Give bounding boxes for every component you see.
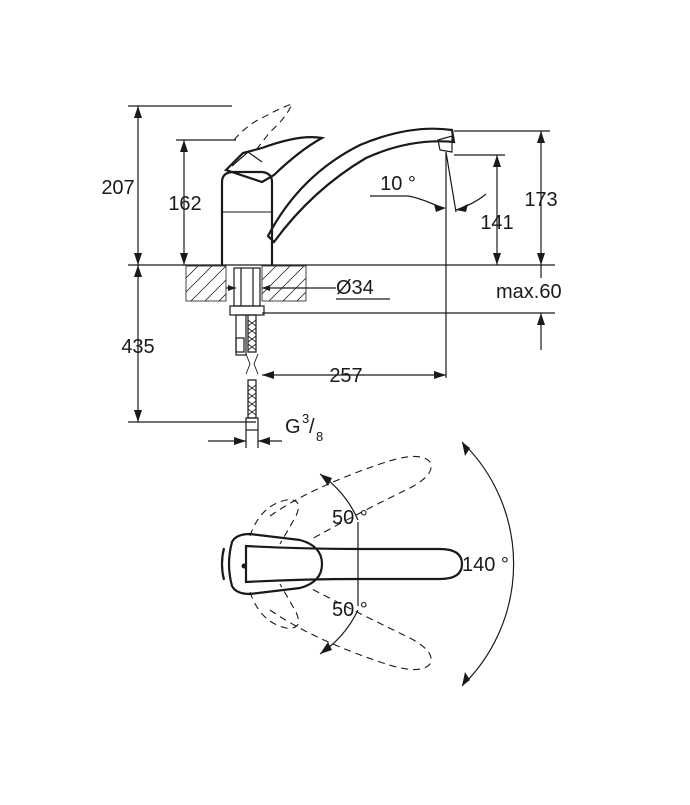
supply-hose [247, 314, 257, 353]
dim-total-height: 207 [101, 177, 134, 199]
side-view: 207 162 173 141 10 ° Ø34 [101, 103, 562, 448]
counter-section-right [261, 265, 307, 302]
svg-text:8: 8 [316, 429, 323, 444]
svg-text:/: / [309, 416, 315, 438]
lever-detail [231, 151, 263, 167]
dim-hose-length: 435 [121, 336, 154, 358]
mount-nut [229, 305, 265, 316]
hose-fitting [245, 417, 259, 431]
dim-spout-reach: 257 [329, 365, 362, 387]
dim-thread-size: G 3 / 8 [285, 411, 323, 444]
spout-axis-tilt [445, 151, 457, 213]
spout-aerator [437, 135, 453, 153]
counter-section-left [185, 265, 227, 302]
lever-tip [220, 547, 226, 581]
lever-raised-outline [233, 103, 293, 151]
spout-swing-up [269, 455, 432, 541]
swivel-arc [461, 441, 515, 687]
top-view: 140 ° 50 ° 50 ° [220, 441, 515, 687]
svg-text:3: 3 [302, 411, 309, 426]
dim-lever-height: 162 [168, 193, 201, 215]
dim-angle-right: 50 ° [332, 599, 368, 621]
dim-hole-diameter: Ø34 [336, 277, 374, 299]
mount-stud [233, 267, 261, 307]
lever-handle [223, 136, 326, 184]
spout [266, 127, 456, 244]
dim-swivel-angle: 140 ° [462, 554, 509, 576]
spout-top [244, 544, 464, 584]
dim-spout-height: 173 [524, 189, 557, 211]
spout-swing-down [269, 587, 432, 671]
lever-top [227, 532, 324, 596]
mount-rod [235, 314, 247, 356]
svg-text:G: G [285, 416, 301, 438]
faucet-body [220, 170, 274, 265]
dim-spout-clearance: 141 [480, 212, 513, 234]
lever-dot [241, 563, 247, 569]
dim-max-thickness: max.60 [496, 281, 562, 303]
lever-swing-up [249, 499, 299, 545]
dim-tilt-angle: 10 ° [380, 173, 416, 195]
lever-swing-down [249, 583, 299, 629]
